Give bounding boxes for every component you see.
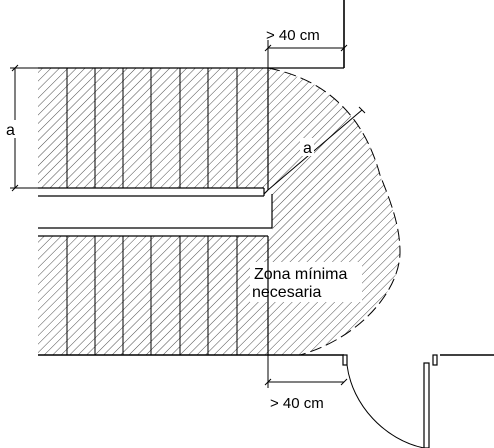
lower-flight-hatch — [38, 236, 268, 355]
door-swing-arc — [346, 364, 425, 448]
dimension-top-clearance — [264, 40, 348, 68]
door-jambs — [342, 354, 438, 366]
upper-flight-hatch — [38, 68, 268, 188]
upper-flight-steps — [66, 68, 238, 188]
zone-label-background — [250, 262, 362, 302]
minimum-zone-hatch — [268, 68, 400, 355]
door-leaf — [423, 362, 430, 448]
dimension-radius — [267, 106, 366, 191]
flight-width-label: a — [6, 122, 15, 139]
central-wall — [36, 188, 272, 236]
door — [346, 362, 430, 448]
bottom-clearance-label: > 40 cm — [270, 395, 324, 412]
radius-label: a — [303, 140, 312, 157]
dimension-bottom-clearance — [264, 355, 348, 388]
minimum-zone-boundary — [267, 67, 401, 356]
lower-flight-steps — [66, 236, 238, 355]
zone-label-line1: Zona mínima — [254, 266, 347, 283]
zone-label-line2: necesaria — [252, 284, 321, 301]
top-clearance-label: > 40 cm — [266, 27, 320, 44]
